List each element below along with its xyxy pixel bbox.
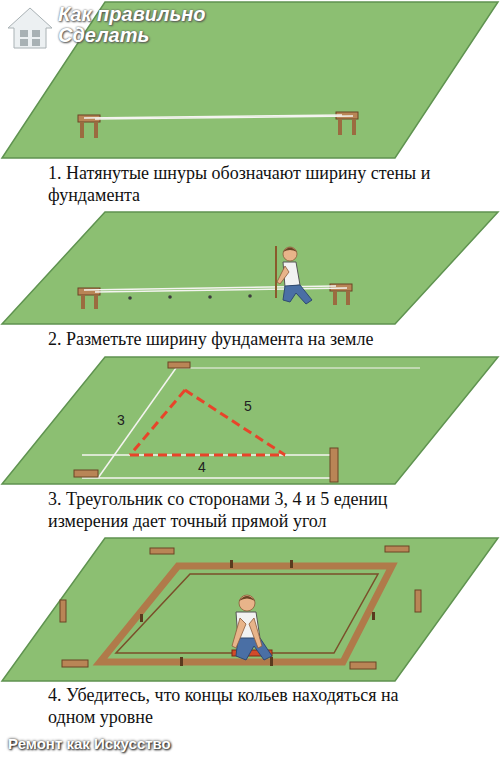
illustration-part: [150, 548, 174, 554]
illustration-part: [230, 560, 233, 568]
illustration-part: [130, 390, 185, 455]
stake: [80, 122, 84, 138]
ground-marks: [128, 294, 252, 300]
ground-plane: [2, 212, 498, 324]
illustration-part: [283, 247, 297, 261]
illustration-part: [275, 246, 277, 298]
step-caption: 1. Натянутые шнуры обозначают ширину сте…: [48, 162, 433, 206]
string-line: [95, 116, 353, 119]
stake: [346, 291, 350, 305]
illustration-part: [248, 294, 252, 298]
illustration-part: [32, 30, 40, 37]
right-triangle: [130, 390, 285, 455]
batter-board: [330, 448, 338, 482]
ground-panel: [2, 2, 498, 158]
callout-number: 5: [242, 398, 254, 414]
worker-figure: [276, 246, 312, 304]
formwork-frame: [100, 566, 392, 662]
ground-plane: [2, 538, 498, 681]
step-caption: 2. Разметьте ширину фундамента на земле: [48, 328, 478, 350]
logo-watermark: Как правильно Сделать: [58, 4, 228, 46]
illustration-part: [180, 657, 183, 666]
ground-plane: [2, 2, 498, 158]
illustration-part: [232, 618, 246, 648]
step-caption: 4. Убедитесь, что концы кольев находятьс…: [48, 684, 433, 728]
callout-number: 3: [115, 412, 127, 428]
stake: [352, 119, 356, 135]
illustration-part: [290, 560, 293, 568]
illustration-part: [270, 657, 273, 666]
illustration-part: [140, 614, 143, 622]
step-caption: 3. Треугольник со сторонами 3, 4 и 5 еде…: [48, 488, 433, 532]
illustration-part: [130, 454, 285, 457]
ground-panel: [2, 212, 498, 324]
stake: [94, 295, 98, 309]
callout-number: 4: [196, 459, 208, 475]
logo-icon: [8, 8, 52, 48]
batter-board: [74, 470, 98, 477]
illustration-part: [168, 295, 172, 299]
illustration-part: [372, 612, 375, 620]
batter-board: [168, 362, 190, 368]
illustration-part: [385, 546, 409, 552]
illustration-part: [415, 590, 421, 612]
stake: [140, 560, 375, 666]
illustration-part: [20, 39, 28, 46]
illustration-part: [249, 618, 262, 648]
illustration-part: [60, 600, 66, 622]
string-line: [95, 288, 347, 292]
site-watermark: Ремонт как Искусство: [8, 735, 171, 753]
string-line: [82, 477, 335, 479]
worker-figure: [232, 595, 272, 660]
illustration-part: [277, 266, 289, 284]
string-line: [82, 454, 335, 456]
illustration-part: [239, 596, 255, 601]
ground-panel: [2, 538, 498, 681]
ground-plane: [2, 357, 498, 484]
ground-panel: [2, 357, 498, 484]
illustration-part: [283, 248, 297, 253]
stake: [338, 119, 342, 135]
batter-board: [60, 546, 421, 669]
illustration-part: [185, 390, 285, 455]
stake: [94, 122, 98, 138]
illustration-part: [32, 39, 40, 46]
stake: [333, 291, 337, 305]
illustration-part: [128, 296, 132, 300]
illustration-part: [239, 595, 255, 611]
string-line: [176, 367, 420, 368]
illustration-part: [62, 660, 88, 667]
illustration-part: [283, 285, 312, 304]
illustration-part: [20, 30, 28, 37]
string-line: [98, 368, 176, 478]
illustration-part: [350, 662, 376, 669]
illustration-part: [208, 295, 212, 299]
illustration-part: [236, 638, 272, 660]
illustration-part: [8, 8, 52, 48]
stake: [81, 295, 85, 309]
